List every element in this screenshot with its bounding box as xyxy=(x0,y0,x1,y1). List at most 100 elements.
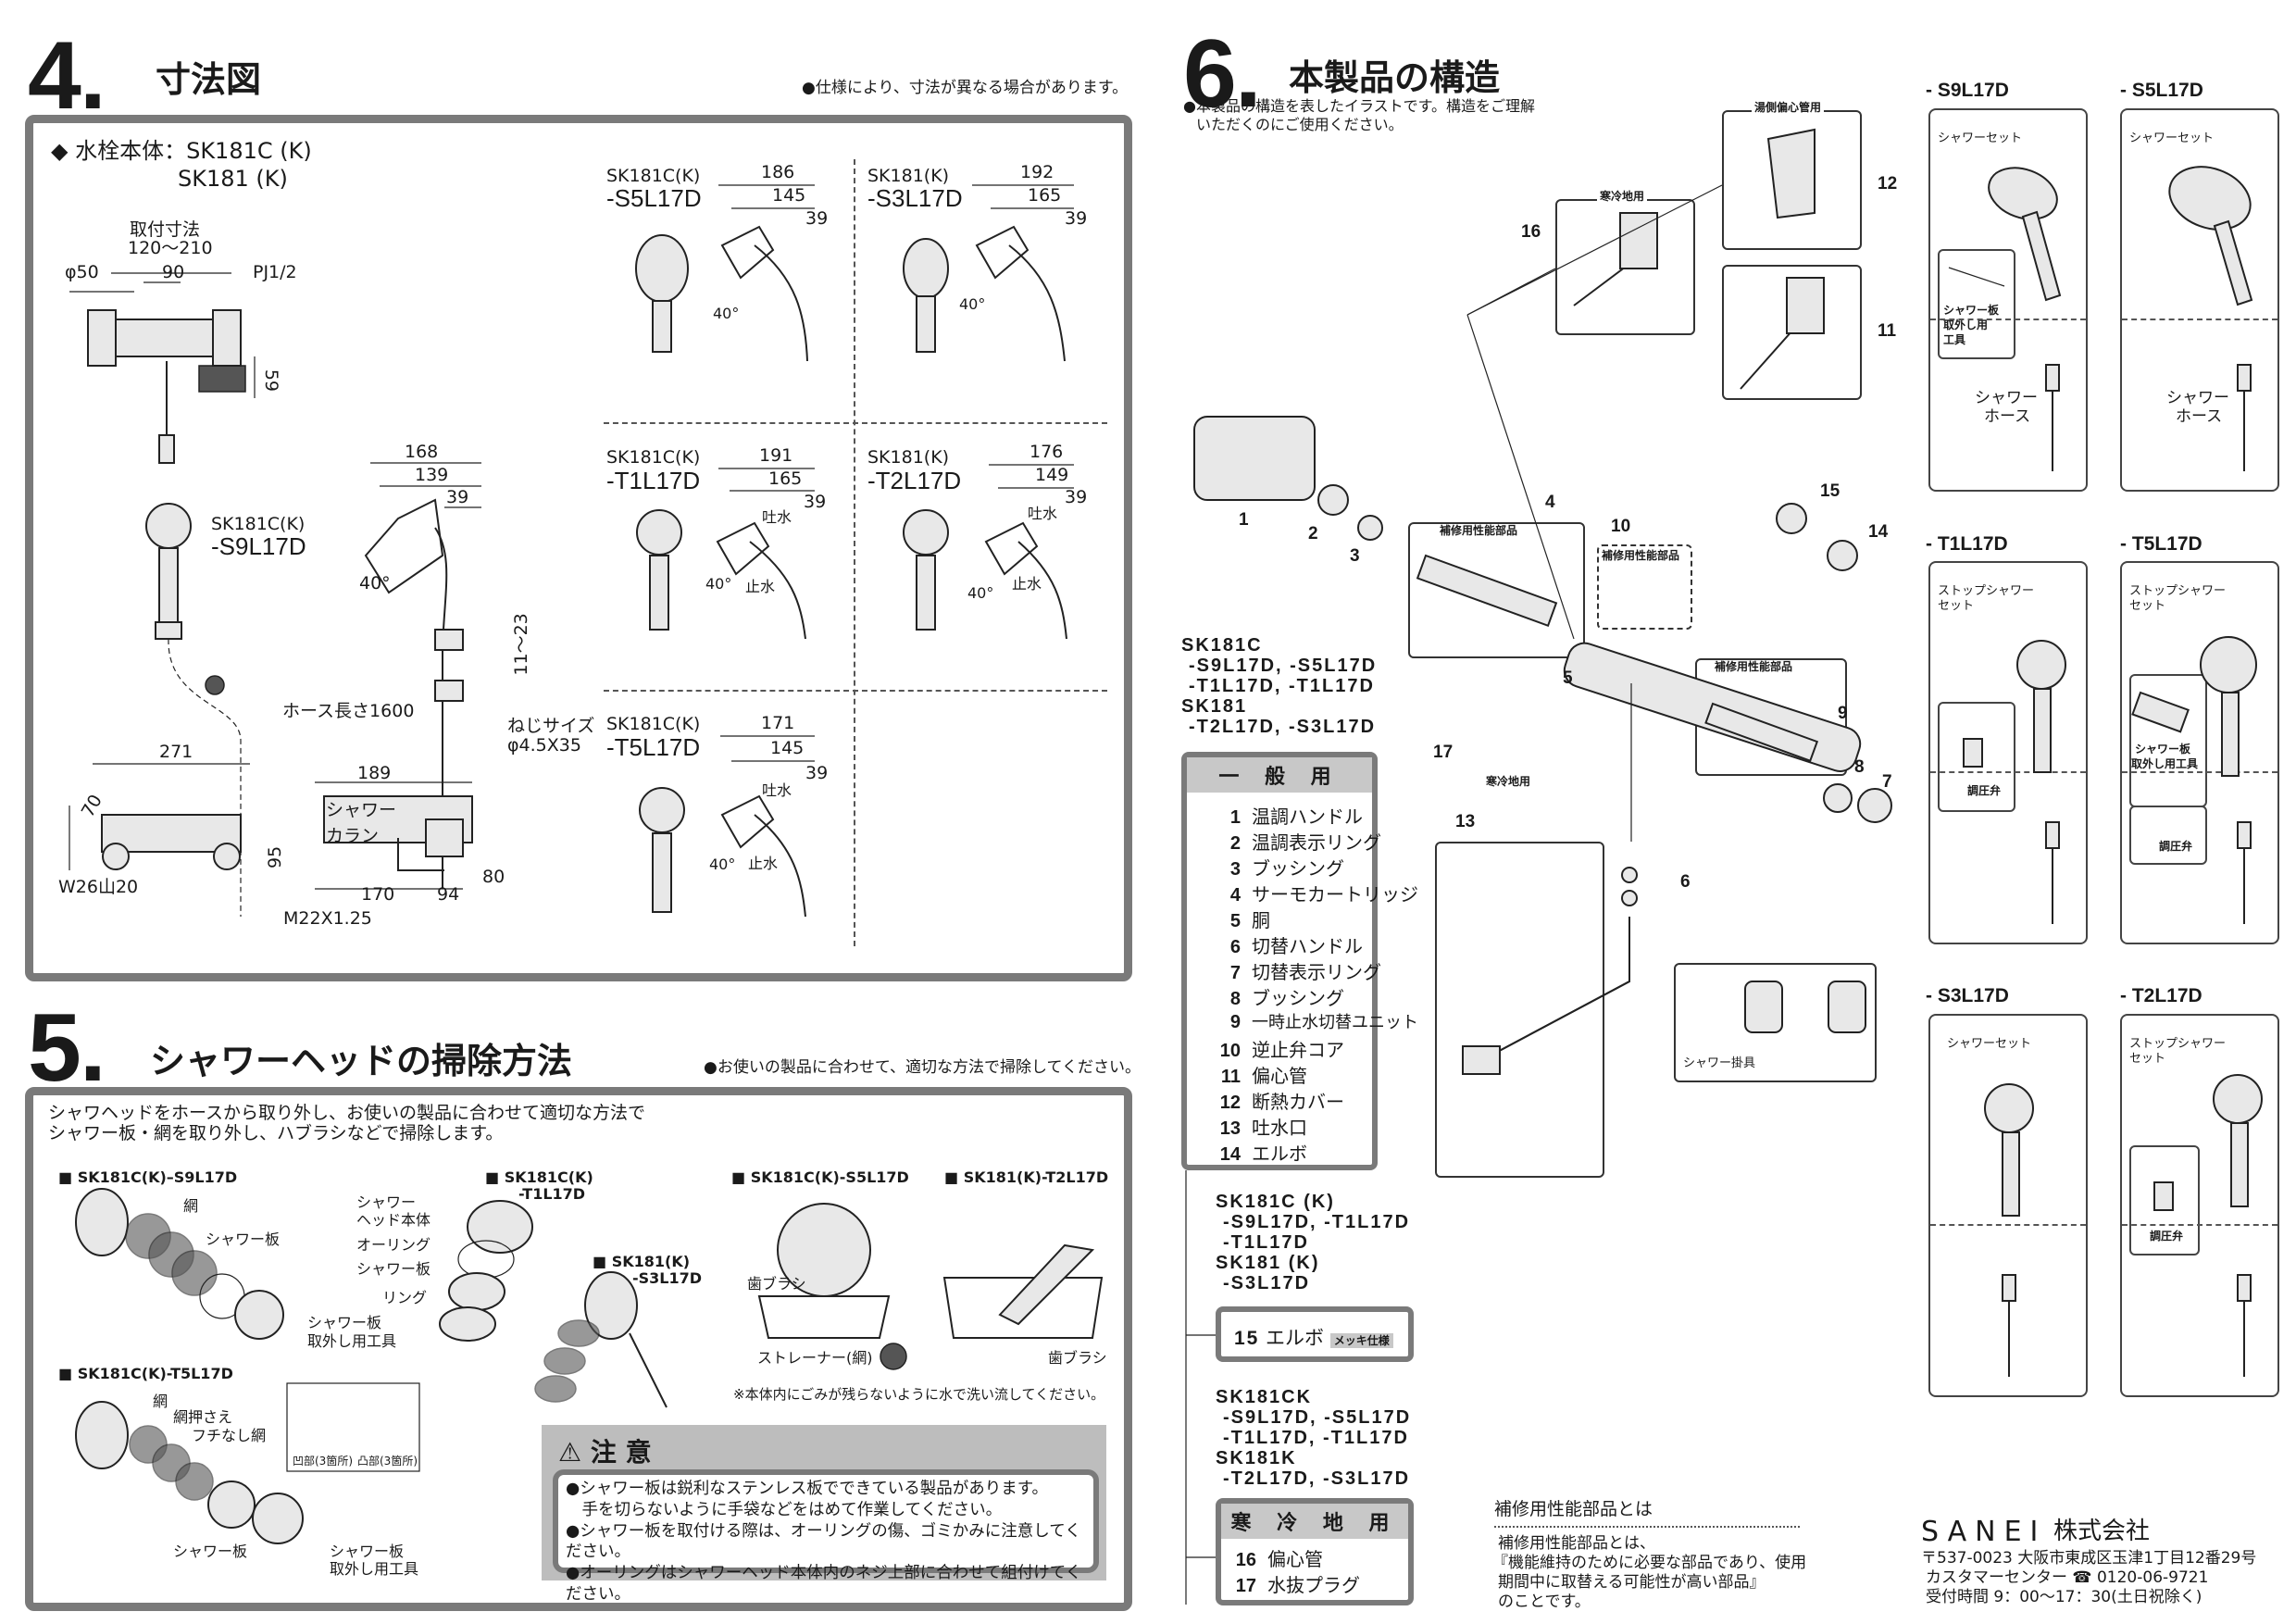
s9-exploded-illustration xyxy=(75,1188,284,1340)
set-code-s3: - S3L17D xyxy=(1926,985,2009,1006)
variant-dim: 145 xyxy=(772,185,806,206)
dim-94: 94 xyxy=(437,884,460,905)
faucet-body-label-2: SK181 (K) xyxy=(178,166,288,192)
shower-set-illustration xyxy=(2168,166,2253,471)
set-code-s9: - S9L17D xyxy=(1926,80,2009,101)
t5-rimless-net-label: フチなし網 xyxy=(192,1427,267,1444)
variant-dim: 39 xyxy=(805,208,829,229)
set-code-t2: - T2L17D xyxy=(2120,985,2202,1006)
variant-dim: 192 xyxy=(1020,162,1054,182)
variant-dim: 176 xyxy=(1029,442,1064,462)
dim-139: 139 xyxy=(415,465,449,485)
s3-code: -S3L17D xyxy=(632,1269,703,1287)
variant-code: -T1L17D xyxy=(606,467,701,494)
caution-item: 手を切らないように手袋などをはめて作業してください。 xyxy=(566,1500,1003,1519)
screw-size-label: ねじサイズ xyxy=(507,716,595,736)
variant-stop-label: 止水 xyxy=(745,578,776,595)
t2-brush-label: 歯ブラシ xyxy=(1048,1349,1107,1367)
thread-m22: M22X1.25 xyxy=(283,908,372,929)
repair-part-box-check-valve xyxy=(1597,544,1692,630)
hose-label: シャワー xyxy=(1975,389,2038,407)
set-box-s3: シャワーセット xyxy=(1928,1014,2088,1397)
shower-outlet-label: シャワー xyxy=(326,800,397,820)
t1-heading: ■ SK181C(K) xyxy=(485,1168,593,1186)
shower-hanger-label: シャワー掛具 xyxy=(1683,1056,1756,1070)
grid-divider xyxy=(854,159,855,946)
shower-set-illustration xyxy=(1963,640,2066,924)
s5-heading: ■ SK181C(K)-S5L17D xyxy=(731,1168,909,1186)
cleaning-intro-line: シャワー板・網を取り外し、ハブラシなどで掃除します。 xyxy=(48,1123,504,1143)
dim-170: 170 xyxy=(361,884,395,905)
model-line: SK181C (K) xyxy=(1216,1192,1335,1212)
t5-tool-label-2: 取外し用工具 xyxy=(330,1560,419,1578)
hose-label: ホース xyxy=(1984,407,2031,426)
mount-dimension-label: 取付寸法 xyxy=(130,219,201,240)
model-line: SK181C xyxy=(1181,635,1263,656)
bushing xyxy=(1357,515,1383,541)
section-6-number: 6. xyxy=(1183,20,1262,128)
s9-heading: ■ SK181C(K)–S9L17D xyxy=(58,1168,238,1186)
eccentric-pipes xyxy=(1573,128,1825,390)
hose-label: ホース xyxy=(2176,407,2223,426)
spout xyxy=(1462,867,1638,1075)
grid-divider xyxy=(604,422,1107,424)
temperature-handle xyxy=(1193,416,1316,501)
valve-label: 調圧弁 xyxy=(1967,784,2002,797)
business-hours: 受付時間 9：00～17：30(土日祝除く) xyxy=(1926,1588,2202,1606)
repair-line: 『機能維持のために必要な部品であり、使用 xyxy=(1492,1554,1807,1572)
thermo-cartridge xyxy=(1416,554,1558,628)
tool-label: シャワー板 xyxy=(2135,743,2191,756)
rinse-note: ※本体内にごみが残らないように水で洗い流してください。 xyxy=(733,1386,1105,1403)
t5-exploded-illustration xyxy=(75,1382,420,1544)
callout-6: 6 xyxy=(1680,872,1691,892)
valve-label: 調圧弁 xyxy=(2150,1230,2184,1243)
variant-dim: 39 xyxy=(804,492,827,512)
part-item: 15 エルボ メッキ仕様 xyxy=(1234,1323,1393,1351)
callout-10: 10 xyxy=(1611,517,1631,536)
divider xyxy=(2122,319,2277,320)
variant-model: SK181C(K) xyxy=(606,447,701,468)
variant-dim: 39 xyxy=(805,763,829,783)
variant-angle: 40° xyxy=(705,575,732,593)
model-line: -S9L17D, -S5L17D xyxy=(1189,656,1378,676)
s3-exploded-illustration xyxy=(534,1271,668,1408)
s9-model-code: -S9L17D xyxy=(211,532,306,560)
model-line: SK181 (K) xyxy=(1216,1253,1320,1273)
set-box-s5: シャワーセット シャワー ホース xyxy=(2120,108,2279,492)
t1-oring-label: オーリング xyxy=(356,1236,431,1254)
faucet-plan-view xyxy=(69,763,250,870)
cold-region-label: 寒冷地用 xyxy=(1597,190,1648,204)
variant-dim: 165 xyxy=(1028,185,1062,206)
warning-icon: ⚠ xyxy=(558,1437,582,1468)
tool-label: 取外し用工具 xyxy=(2131,757,2199,770)
section-5-title: シャワーヘッドの掃除方法 xyxy=(150,1041,573,1081)
set-box-t1: ストップシャワー セット 調圧弁 xyxy=(1928,561,2088,944)
repair-definition-text: 補修用性能部品とは、 『機能維持のために必要な部品であり、使用 期間中に取替える… xyxy=(1492,1534,1806,1612)
group1-models: SK181C -S9L17D, -S5L17D -T1L17D, -T1L17D… xyxy=(1181,635,1377,737)
variant-dim: 171 xyxy=(761,713,795,733)
screw-size: φ4.5X35 xyxy=(507,735,581,756)
variant-model: SK181(K) xyxy=(867,447,950,468)
model-line: -T2L17D, -S3L17D xyxy=(1223,1468,1411,1489)
hose-length: ホース長さ1600 xyxy=(282,701,415,721)
divider xyxy=(2122,1224,2277,1226)
shower-set-illustration xyxy=(2131,636,2257,924)
cold-region-heading: 寒 冷 地 用 xyxy=(1221,1504,1408,1539)
valve-box xyxy=(1938,702,2015,812)
repair-label: 補修用性能部品 xyxy=(1715,660,1793,673)
model-line: SK181CK xyxy=(1216,1387,1313,1407)
callout-17: 17 xyxy=(1433,743,1454,762)
set-code-t1: - T1L17D xyxy=(1926,533,2008,555)
mount-dimension-range: 120～210 xyxy=(128,238,213,258)
model-line: -T2L17D, -S3L17D xyxy=(1189,717,1377,737)
set-name: セット xyxy=(1938,599,1975,613)
callout-3: 3 xyxy=(1350,546,1360,566)
t1-body-label-2: ヘッド本体 xyxy=(356,1211,431,1229)
set-box-s9: シャワーセット シャワー板 取外し用 工具 シャワー ホース xyxy=(1928,108,2088,492)
s9-plate-label: シャワー板 xyxy=(206,1230,281,1248)
variant-model: SK181C(K) xyxy=(606,714,701,734)
